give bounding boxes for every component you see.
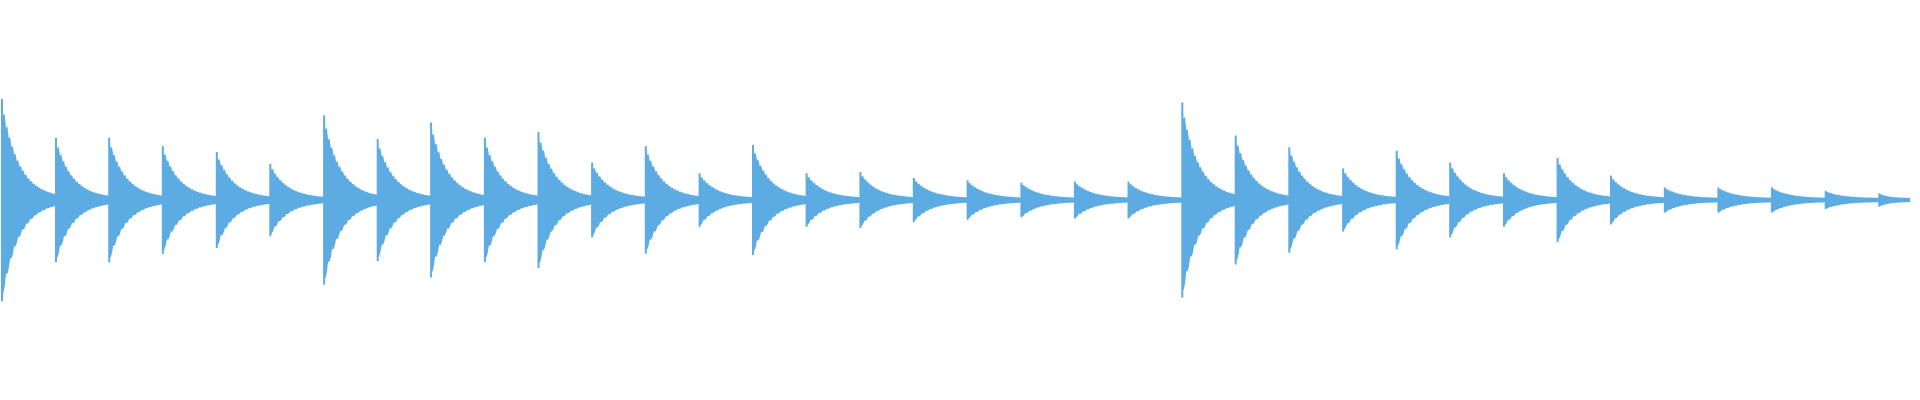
waveform-hit [56, 137, 110, 258]
waveform-hit [216, 152, 271, 245]
waveform-hit [324, 115, 378, 279]
waveform-hit [377, 139, 432, 257]
waveform-hit [645, 146, 700, 250]
waveform-hit [1343, 168, 1397, 230]
waveform-hit [162, 146, 217, 250]
waveform-hit [270, 163, 325, 234]
waveform-hit [1450, 162, 1504, 235]
waveform-hit [1557, 157, 1611, 239]
waveform-hit [109, 137, 163, 258]
waveform-hit [1235, 135, 1290, 260]
waveform-hit [1504, 173, 1558, 225]
waveform-hit [699, 173, 753, 225]
waveform-hit [1396, 150, 1451, 246]
waveform-hit [592, 162, 646, 235]
waveform-hit [860, 172, 914, 226]
waveform-hit [1289, 147, 1344, 249]
waveform-hit [431, 122, 485, 272]
waveform-hit [913, 177, 968, 221]
waveform-hit [2, 98, 56, 294]
waveform-hit [753, 144, 807, 251]
waveform-hit [1182, 102, 1236, 291]
waveform-hits [1, 98, 1910, 302]
waveform-hit [806, 173, 861, 225]
waveform-hit [1611, 175, 1665, 223]
waveform-hit [538, 131, 593, 263]
waveform-hit [484, 137, 539, 258]
